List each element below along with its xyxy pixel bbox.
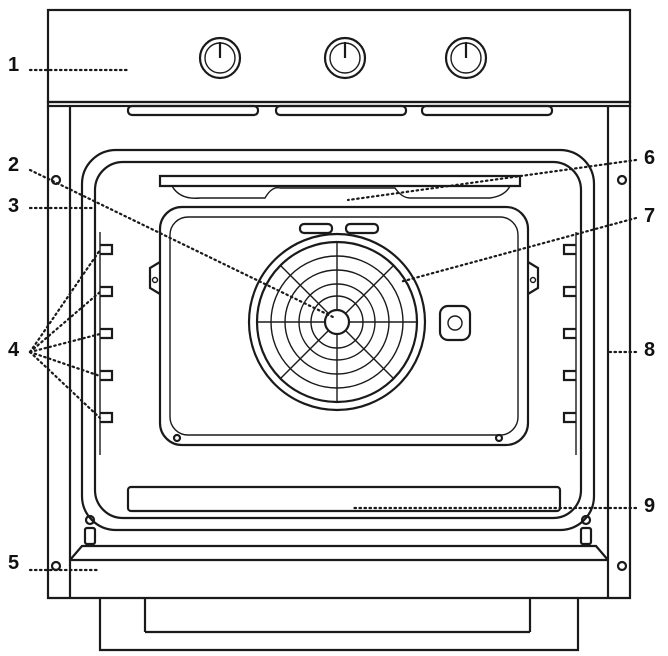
- callout-5: 5: [8, 552, 20, 574]
- callout-8: 8: [644, 339, 656, 361]
- vent-slots: [126, 104, 554, 117]
- drawer: [98, 598, 580, 652]
- callout-7: 7: [644, 205, 656, 227]
- door-hinges: [83, 514, 593, 546]
- shelf-runners-left: [99, 232, 114, 455]
- back-panel: [148, 205, 540, 447]
- bottom-heater: [126, 485, 562, 513]
- control-panel: [46, 8, 632, 108]
- callout-1: 1: [8, 54, 20, 76]
- knob-right: [444, 36, 488, 80]
- oven-lamp: [438, 304, 472, 342]
- grill-element: [158, 174, 522, 199]
- oven-cavity: [80, 148, 596, 532]
- knob-middle: [323, 36, 367, 80]
- shelf-runners-right: [562, 232, 577, 455]
- door-sill: [69, 544, 609, 562]
- callout-9: 9: [644, 495, 656, 517]
- oven-body: [46, 106, 632, 600]
- knob-left: [198, 36, 242, 80]
- callout-4: 4: [8, 339, 20, 361]
- convection-fan: [247, 232, 427, 412]
- callout-3: 3: [8, 195, 20, 217]
- leader-lines: [28, 68, 638, 572]
- callout-2: 2: [8, 154, 20, 176]
- callout-6: 6: [644, 147, 656, 169]
